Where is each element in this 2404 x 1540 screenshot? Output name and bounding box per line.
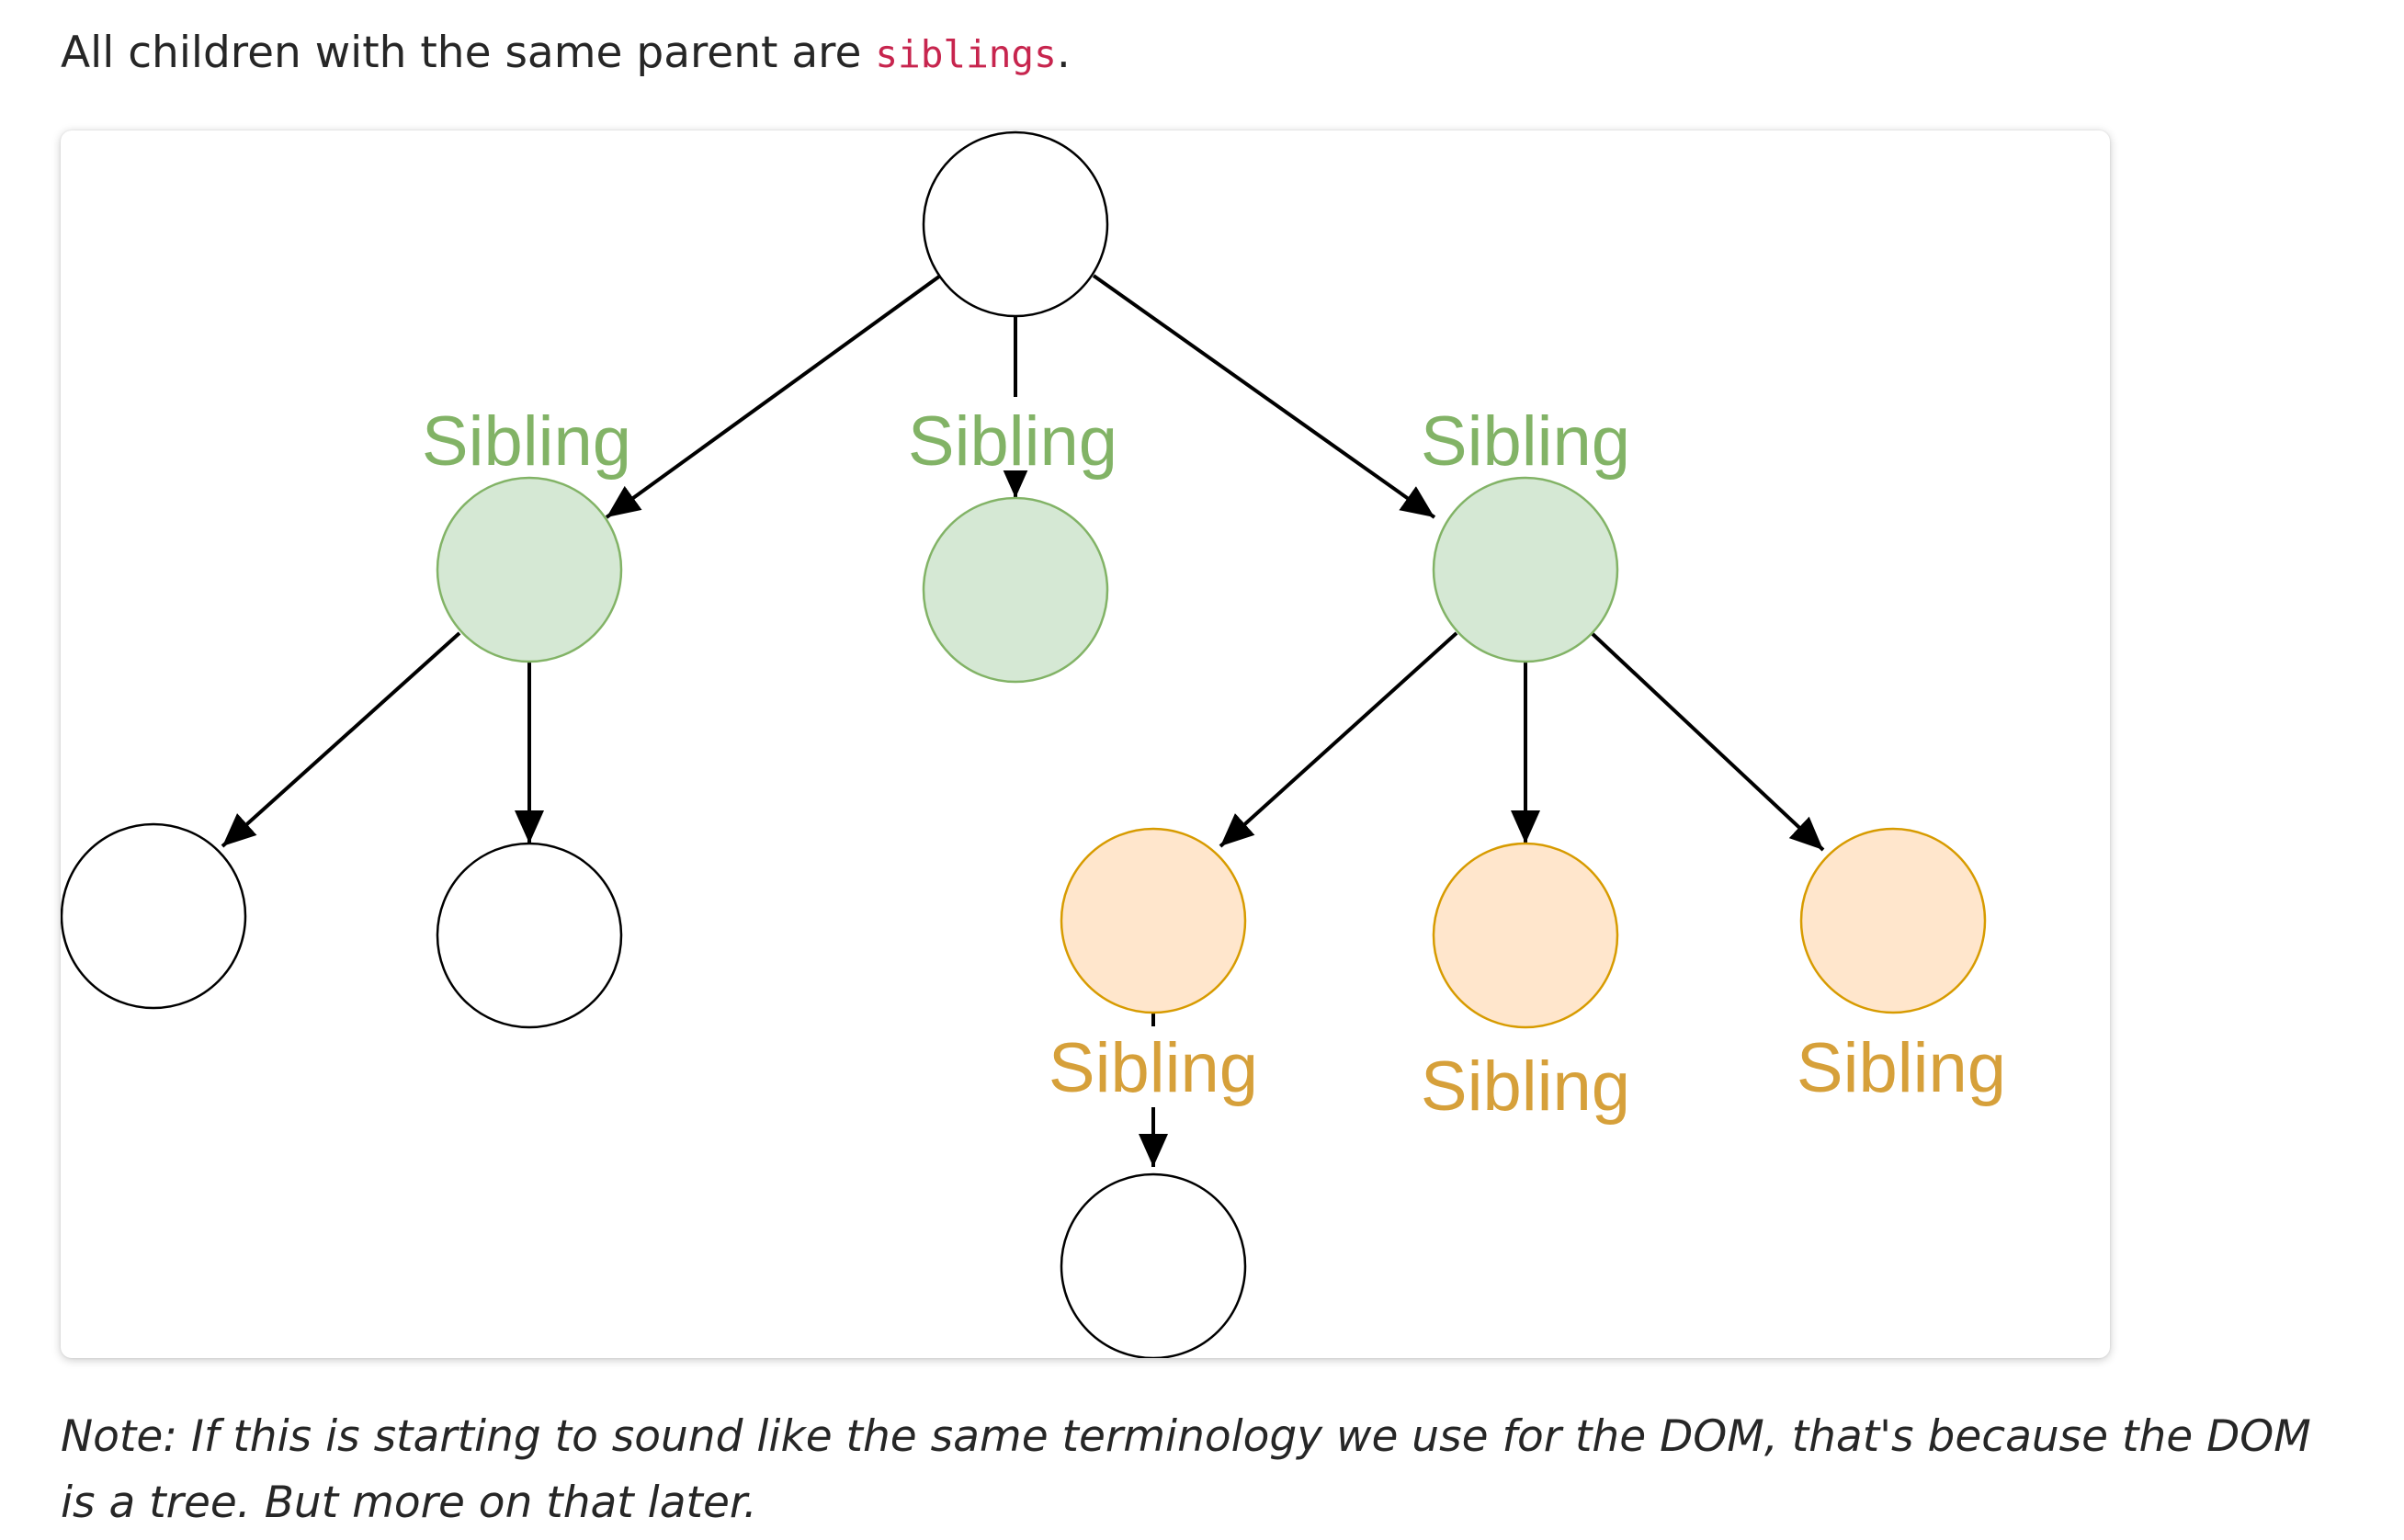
sibling-node-2 [922, 496, 1109, 684]
sibling-label-6: Sibling [1797, 1029, 2006, 1107]
sibling-label-5: Sibling [1421, 1047, 1630, 1126]
child-node-right [436, 842, 623, 1029]
sibling-label-2: Sibling [908, 402, 1117, 481]
orange-node-left [1060, 827, 1247, 1014]
label-mask-top-2 [902, 397, 1129, 470]
tree-diagram-card: Sibling Sibling Sibling Sibling Sibling … [61, 130, 2110, 1358]
label-mask-orange-left [1037, 1026, 1270, 1107]
orange-node-middle [1432, 842, 1619, 1029]
edge-sibling-3-to-orange-right [1589, 630, 1825, 852]
child-node-left [61, 822, 247, 1010]
intro-text: All children with the same parent are si… [61, 20, 1071, 87]
edge-sibling-3-to-orange-left [1219, 631, 1458, 848]
intro-text-after: . [1056, 28, 1071, 78]
grandchild-node [1060, 1172, 1247, 1358]
intro-text-before: All children with the same parent are [61, 28, 876, 78]
sibling-label-1: Sibling [422, 402, 631, 481]
sibling-node-3 [1432, 476, 1619, 663]
note-text: Note: If this is starting to sound like … [61, 1411, 2311, 1528]
sibling-label-4: Sibling [1049, 1029, 1258, 1107]
tree-diagram: Sibling Sibling Sibling Sibling Sibling … [61, 130, 2006, 1358]
edge-root-to-sibling-1 [605, 272, 945, 519]
edge-sibling-1-to-child-left [221, 631, 461, 848]
orange-node-right [1799, 827, 1987, 1014]
sibling-node-1 [436, 476, 623, 663]
sibling-label-3: Sibling [1421, 402, 1630, 481]
edge-root-to-sibling-3 [1092, 274, 1436, 519]
siblings-code: siblings [875, 32, 1057, 76]
tree-edges [221, 272, 1825, 1167]
root-node [922, 130, 1109, 318]
